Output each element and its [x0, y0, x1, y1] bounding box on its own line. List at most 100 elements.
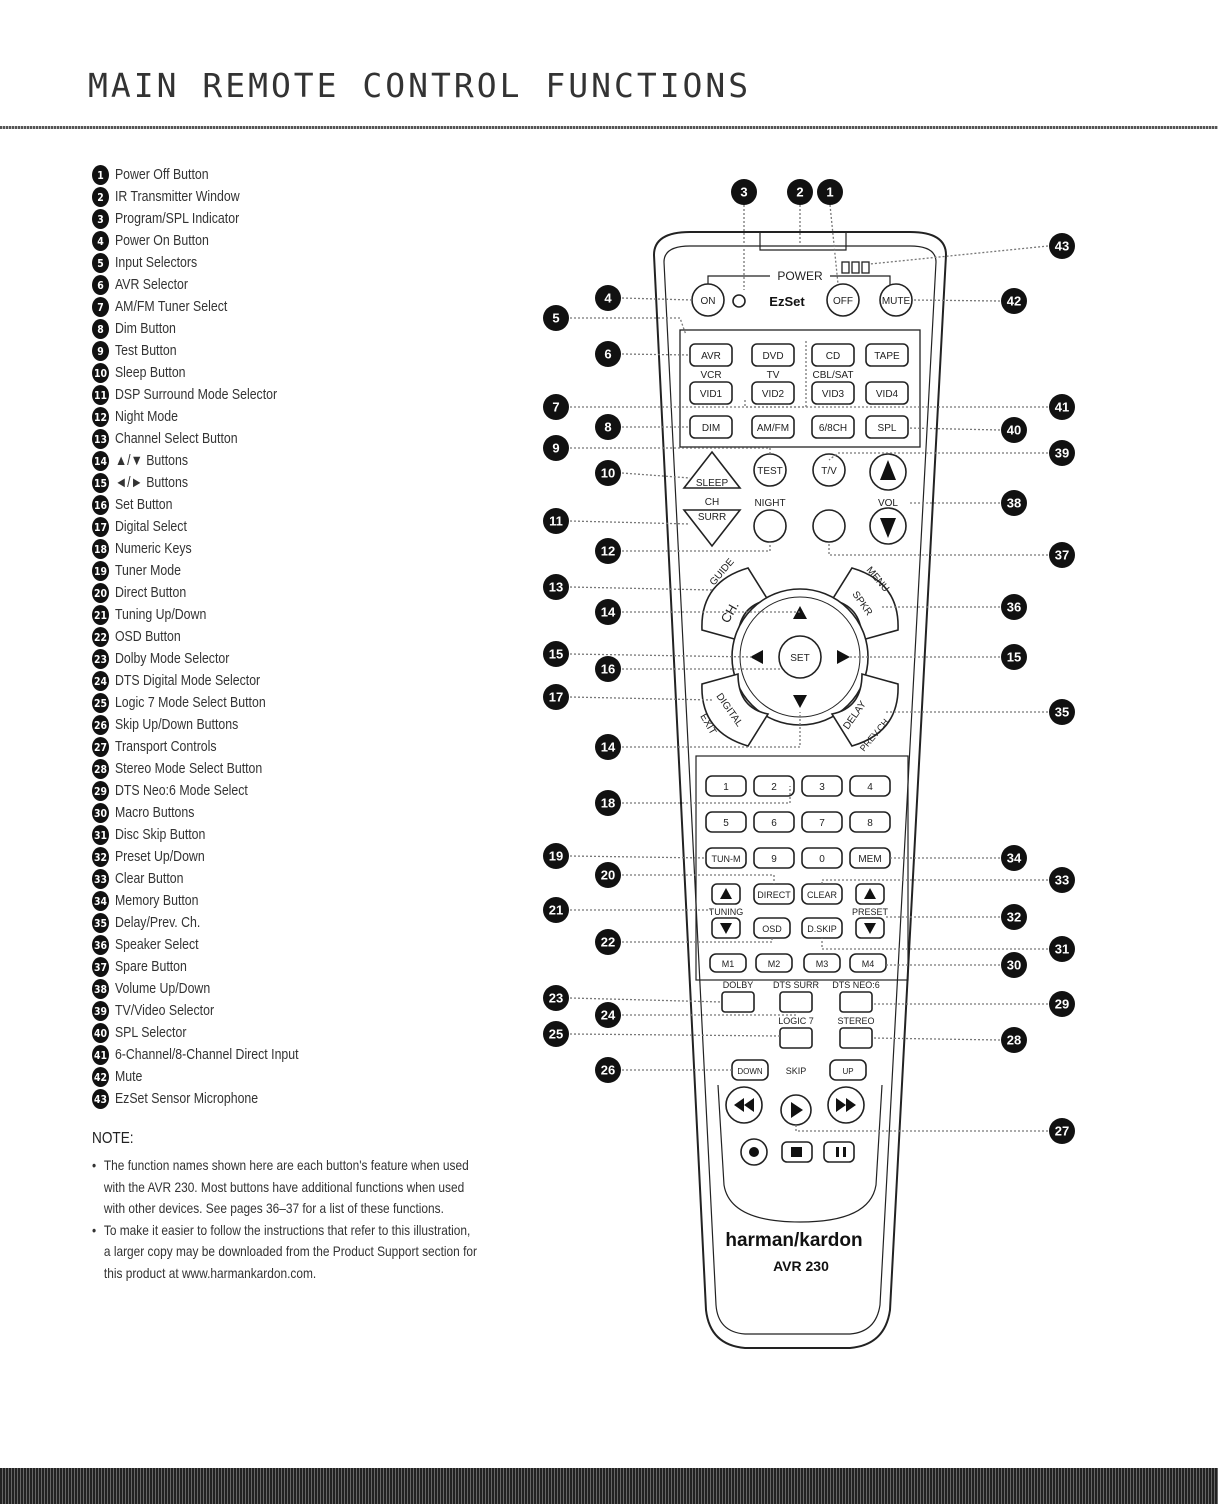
avr-button[interactable]: AVR: [689, 343, 733, 367]
callout-number: 33: [1055, 873, 1069, 888]
night-button[interactable]: [753, 509, 787, 543]
key-9[interactable]: 9: [753, 847, 795, 869]
vid1-button[interactable]: VID1: [689, 381, 733, 405]
callout-marker: 27: [1049, 1118, 1075, 1144]
clear-button[interactable]: CLEAR: [801, 883, 843, 905]
fast-forward-button[interactable]: [827, 1086, 865, 1124]
power-on-button[interactable]: ON: [691, 283, 725, 317]
play-button[interactable]: [780, 1094, 812, 1126]
preset-down-button[interactable]: [855, 917, 885, 939]
callout-number-icon: 1: [92, 165, 109, 185]
sleep-button[interactable]: SLEEP: [682, 450, 742, 489]
macro-m4-button[interactable]: M4: [849, 953, 887, 973]
callout-circle-icon: [595, 599, 621, 625]
stop-button[interactable]: [781, 1141, 813, 1163]
callout-marker: 28: [1001, 1027, 1027, 1053]
callout-marker: 5: [543, 305, 569, 331]
legend-label: Test Button: [114, 343, 177, 359]
dolby-button[interactable]: [721, 991, 755, 1013]
record-button[interactable]: [740, 1138, 768, 1166]
callout-leader-line: [622, 712, 801, 748]
right-arrow-icon[interactable]: [837, 650, 850, 664]
key-9-label: 9: [771, 854, 777, 865]
spkr-button[interactable]: MENU SPKR: [830, 565, 899, 642]
callout-circle-icon: [543, 1021, 569, 1047]
tuning-up-button[interactable]: [711, 883, 741, 905]
vid2-button[interactable]: VID2: [751, 381, 795, 405]
set-button[interactable]: SET: [778, 635, 822, 679]
callout-leader-line: [621, 353, 691, 356]
night-label: NIGHT: [754, 498, 785, 509]
memory-button[interactable]: MEM: [849, 847, 891, 869]
tuning-down-button[interactable]: [711, 917, 741, 939]
key-7-label: 7: [819, 818, 825, 829]
power-off-button[interactable]: OFF: [826, 283, 860, 317]
down-arrow-icon[interactable]: [793, 695, 807, 708]
tape-button[interactable]: TAPE: [865, 343, 909, 367]
left-arrow-icon[interactable]: [750, 650, 763, 664]
dts-surr-button[interactable]: [779, 991, 813, 1013]
callout-number-icon: 22: [92, 627, 109, 647]
pause-button[interactable]: [823, 1141, 855, 1163]
vid3-button[interactable]: VID3: [811, 381, 855, 405]
callout-marker: 37: [1049, 542, 1075, 568]
legend-label: Digital Select: [114, 519, 187, 535]
tv-video-button[interactable]: T/V: [812, 453, 846, 487]
key-3[interactable]: 3: [801, 775, 843, 797]
dts-neo-button[interactable]: [839, 991, 873, 1013]
key-1[interactable]: 1: [705, 775, 747, 797]
logic7-button[interactable]: [779, 1027, 813, 1049]
stereo-button[interactable]: [839, 1027, 873, 1049]
dvd-button[interactable]: DVD: [751, 343, 795, 367]
amfm-button[interactable]: AM/FM: [751, 415, 795, 439]
callout-circle-icon: [543, 394, 569, 420]
numeric-panel: [695, 755, 909, 981]
key-5[interactable]: 5: [705, 811, 747, 833]
volume-down-button[interactable]: [869, 507, 907, 545]
tuner-mode-button[interactable]: TUN-M: [705, 847, 747, 869]
macro-m3-button[interactable]: M3: [803, 953, 841, 973]
macro-m2-button[interactable]: M2: [755, 953, 793, 973]
osd-button[interactable]: OSD: [753, 917, 791, 939]
callout-circle-icon: [1049, 542, 1075, 568]
callout-number-icon: 34: [92, 891, 109, 911]
disc-skip-button[interactable]: D.SKIP: [801, 917, 843, 939]
spl-button[interactable]: SPL: [865, 415, 909, 439]
skip-down-button[interactable]: DOWN: [731, 1059, 769, 1081]
six-eight-ch-button[interactable]: 6/8CH: [811, 415, 855, 439]
callout-circle-icon: [595, 538, 621, 564]
rewind-button[interactable]: [725, 1086, 763, 1124]
spare-button[interactable]: [812, 509, 846, 543]
key-2[interactable]: 2: [753, 775, 795, 797]
mute-button[interactable]: MUTE: [879, 283, 913, 317]
key-4[interactable]: 4: [849, 775, 891, 797]
callout-number: 36: [1007, 600, 1021, 615]
dim-button[interactable]: DIM: [689, 415, 733, 439]
key-7[interactable]: 7: [801, 811, 843, 833]
volume-up-button[interactable]: [869, 453, 907, 491]
callout-circle-icon: [1049, 394, 1075, 420]
macro-m1-button[interactable]: M1: [709, 953, 747, 973]
callout-number-icon: 21: [92, 605, 109, 625]
callout-number: 20: [601, 868, 615, 883]
callout-number-icon: 8: [92, 319, 109, 339]
callout-number-icon: 31: [92, 825, 109, 845]
legend-label: EzSet Sensor Microphone: [114, 1091, 259, 1107]
direct-button[interactable]: DIRECT: [753, 883, 795, 905]
skip-up-button[interactable]: UP: [829, 1059, 867, 1081]
key-0[interactable]: 0: [801, 847, 843, 869]
key-8[interactable]: 8: [849, 811, 891, 833]
cd-button[interactable]: CD: [811, 343, 855, 367]
vid4-button[interactable]: VID4: [865, 381, 909, 405]
test-button[interactable]: TEST: [753, 453, 787, 487]
key-6[interactable]: 6: [753, 811, 795, 833]
preset-up-button[interactable]: [855, 883, 885, 905]
key-0-label: 0: [819, 854, 825, 865]
surround-mode-button[interactable]: SURR: [682, 509, 742, 548]
ezset-mic-icon: [841, 261, 870, 274]
